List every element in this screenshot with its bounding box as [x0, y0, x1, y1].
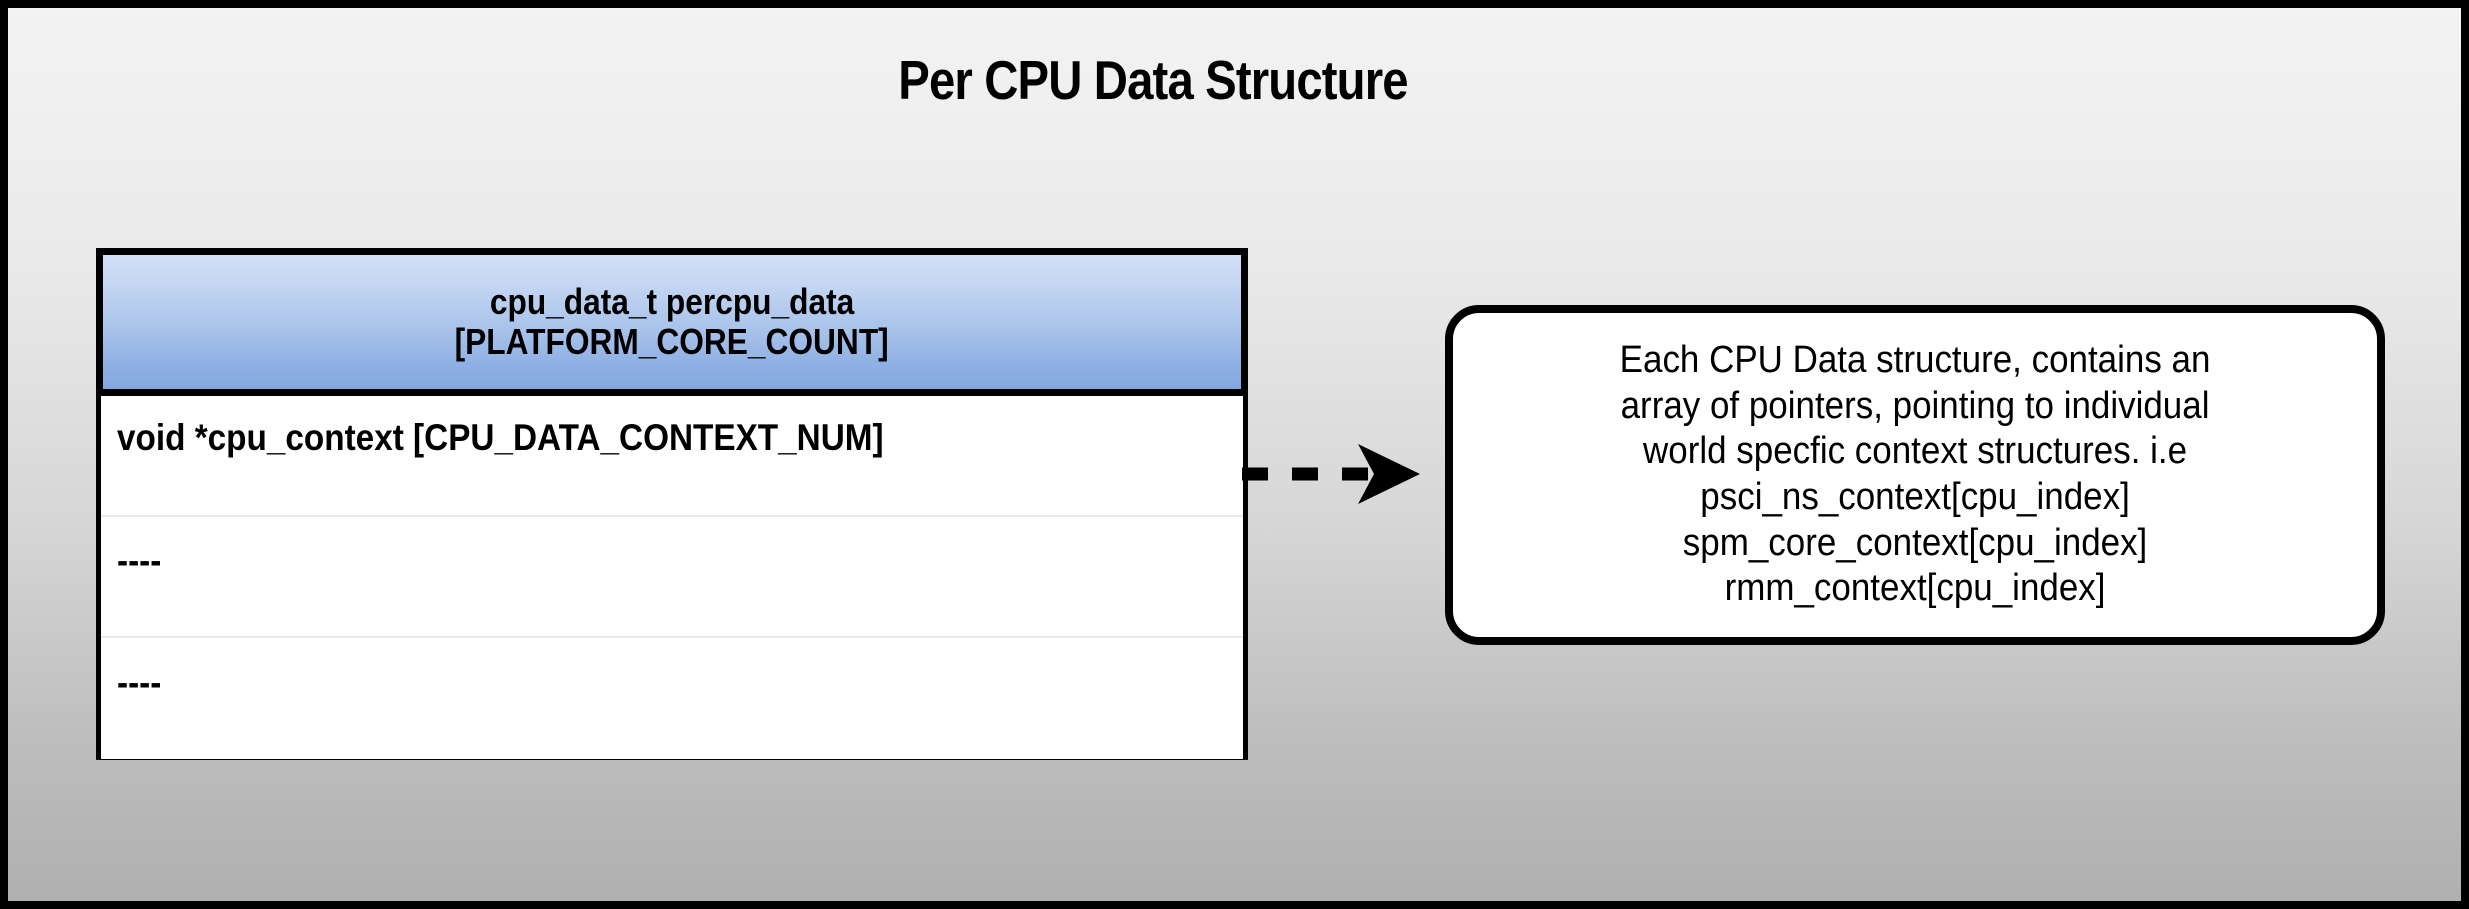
- struct-field-placeholder-2: ----: [117, 662, 162, 703]
- struct-field-placeholder-1: ----: [117, 540, 162, 581]
- struct-header-line-2: [PLATFORM_CORE_COUNT]: [454, 321, 890, 362]
- per-cpu-struct-table: cpu_data_t percpu_data [PLATFORM_CORE_CO…: [96, 248, 1248, 760]
- struct-header-line-1: cpu_data_t percpu_data: [489, 280, 855, 322]
- struct-table-header: cpu_data_t percpu_data [PLATFORM_CORE_CO…: [96, 248, 1248, 396]
- struct-table-body: void *cpu_context [CPU_DATA_CONTEXT_NUM]…: [96, 396, 1248, 760]
- table-row: void *cpu_context [CPU_DATA_CONTEXT_NUM]: [101, 396, 1243, 517]
- dashed-arrow-icon: [1242, 444, 1420, 504]
- table-row: ----: [101, 517, 1243, 638]
- struct-field-cpu-context: void *cpu_context [CPU_DATA_CONTEXT_NUM]: [117, 417, 884, 458]
- table-row: ----: [101, 638, 1243, 759]
- page-title: Per CPU Data Structure: [898, 49, 1408, 111]
- callout-note: Each CPU Data structure, contains an arr…: [1445, 305, 2385, 645]
- callout-note-text: Each CPU Data structure, contains an arr…: [1619, 339, 2211, 610]
